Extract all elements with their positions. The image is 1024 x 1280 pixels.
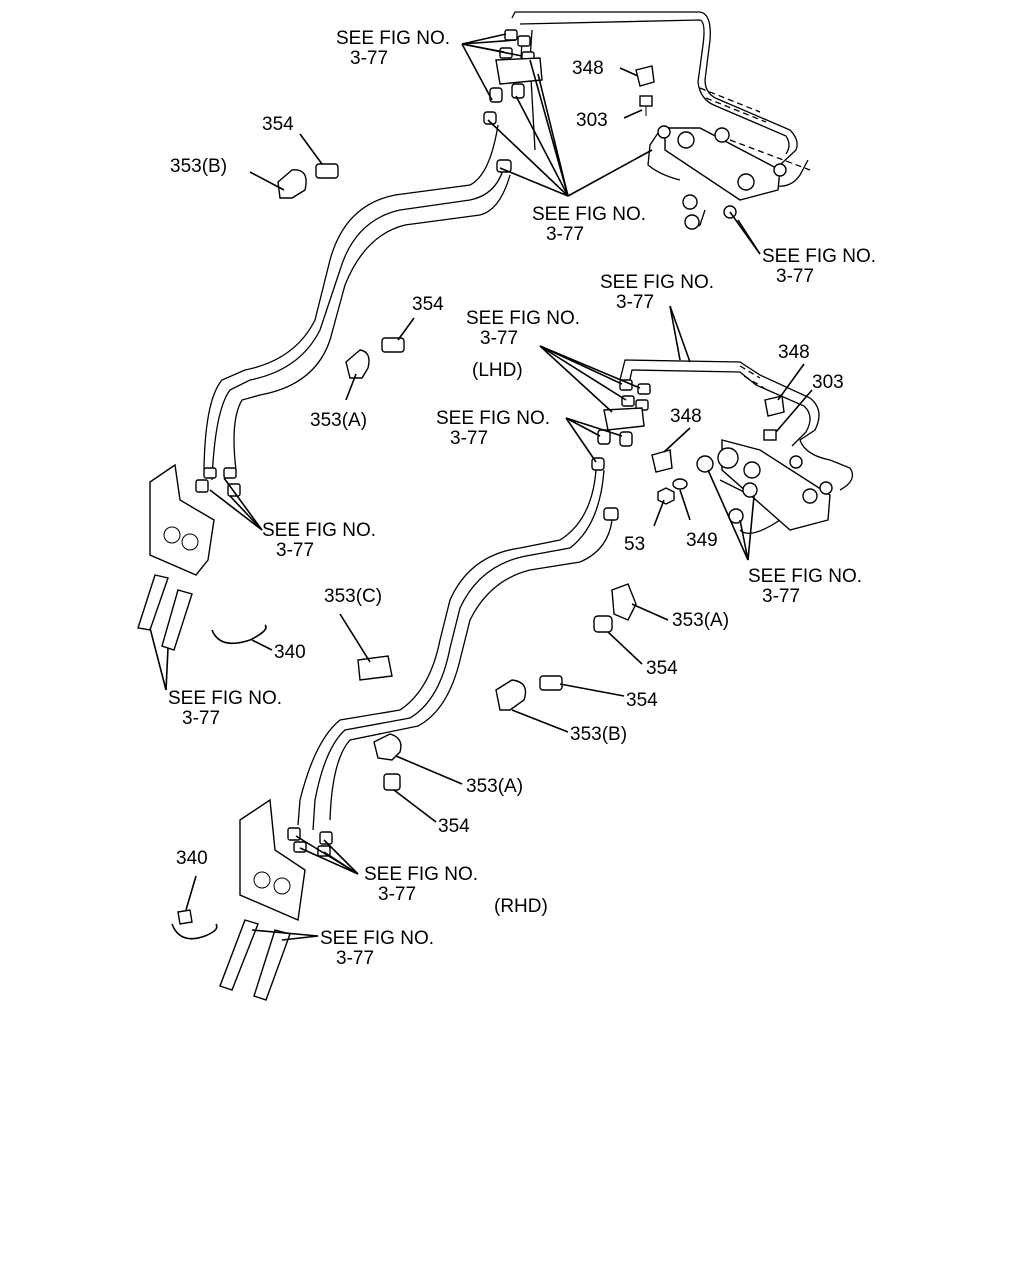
see-fig-label: SEE FIG NO. (762, 246, 876, 267)
part-354-label: 354 (626, 690, 658, 711)
part-348-label: 348 (670, 406, 702, 427)
clamp-353a-right (611, 583, 637, 621)
rhd-label: (RHD) (494, 896, 548, 917)
clamp-353b-top (277, 169, 307, 199)
clamp-353b-lower (495, 679, 527, 711)
fig-ref-label: 3-77 (378, 884, 416, 905)
clamp-353a-mid (345, 349, 370, 379)
clamp-353a-lower (373, 733, 402, 761)
top-fittings (483, 29, 787, 230)
bolt-354-right (593, 615, 613, 633)
fig-ref-label: 3-77 (762, 586, 800, 607)
part-353b-label: 353(B) (170, 156, 227, 177)
bolt-354-top (315, 163, 339, 179)
part-354-label: 354 (412, 294, 444, 315)
see-fig-label: SEE FIG NO. (364, 864, 478, 885)
see-fig-label: SEE FIG NO. (600, 272, 714, 293)
see-fig-label: SEE FIG NO. (320, 928, 434, 949)
fig-ref-label: 3-77 (336, 948, 374, 969)
labels: SEE FIG NO. 3-77 348 303 354 353(B) SEE … (168, 28, 876, 969)
part-353a-label: 353(A) (466, 776, 523, 797)
fig-ref-label: 3-77 (776, 266, 814, 287)
left-master-bracket (137, 463, 241, 651)
part-303-label: 303 (812, 372, 844, 393)
part-353b-label: 353(B) (570, 724, 627, 745)
see-fig-label: SEE FIG NO. (436, 408, 550, 429)
part-349-label: 349 (686, 530, 718, 551)
part-354-label: 354 (646, 658, 678, 679)
part-354-label: 354 (262, 114, 294, 135)
see-fig-label: SEE FIG NO. (748, 566, 862, 587)
fig-ref-label: 3-77 (480, 328, 518, 349)
part-340-label: 340 (176, 848, 208, 869)
part-353a-label: 353(A) (310, 410, 367, 431)
part-353c-label: 353(C) (324, 586, 382, 607)
see-fig-label: SEE FIG NO. (168, 688, 282, 709)
bolt-354-mid (381, 337, 405, 353)
plate-353c (357, 655, 393, 681)
part-303-label: 303 (576, 110, 608, 131)
bolt-354-lower-center (383, 773, 401, 791)
fig-ref-label: 3-77 (616, 292, 654, 313)
bolt-354-lower (539, 675, 563, 691)
fig-ref-label: 3-77 (182, 708, 220, 729)
leader-lines (149, 33, 813, 941)
fig-ref-label: 3-77 (450, 428, 488, 449)
part-354-label: 354 (438, 816, 470, 837)
lhd-label: (LHD) (472, 360, 523, 381)
see-fig-label: SEE FIG NO. (262, 520, 376, 541)
part-348-label: 348 (778, 342, 810, 363)
rhd-master-bracket (219, 798, 333, 1001)
clip-340-lower (171, 923, 218, 940)
part-348-label: 348 (572, 58, 604, 79)
part-340-label: 340 (274, 642, 306, 663)
part-353a-label: 353(A) (672, 610, 729, 631)
fig-ref-label: 3-77 (350, 48, 388, 69)
fig-ref-label: 3-77 (276, 540, 314, 561)
fig-ref-label: 3-77 (546, 224, 584, 245)
part-53-label: 53 (624, 534, 645, 555)
clip-340-top (211, 624, 267, 645)
see-fig-label: SEE FIG NO. (336, 28, 450, 49)
see-fig-label: SEE FIG NO. (466, 308, 580, 329)
see-fig-label: SEE FIG NO. (532, 204, 646, 225)
